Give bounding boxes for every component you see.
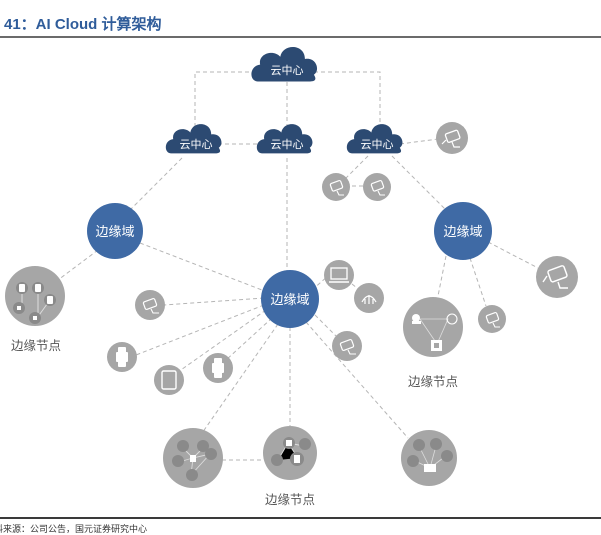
figure-title: 41：AI Cloud 计算架构 bbox=[4, 16, 162, 33]
link-cloudright-cam bbox=[399, 138, 439, 145]
wearable-icon[interactable] bbox=[107, 342, 137, 372]
link-cloudright-edgeright bbox=[391, 155, 449, 213]
link-center-nodeleft bbox=[199, 323, 279, 437]
link-cloudtop-cloudright bbox=[314, 71, 381, 130]
edge-domain-center-label: 边缘域 bbox=[270, 293, 309, 308]
edge-node-right-caption: 边缘节点 bbox=[408, 374, 458, 389]
title-divider bbox=[0, 36, 601, 38]
edge-node-left-caption: 边缘节点 bbox=[11, 338, 61, 353]
source-note: 料来源：公司公告，国元证券研究中心 bbox=[0, 525, 148, 535]
cloud-right-label: 云中心 bbox=[361, 138, 394, 151]
link-center-cam bbox=[309, 309, 337, 337]
monitor-icon[interactable] bbox=[324, 260, 354, 290]
link-edgeright-node bbox=[437, 255, 447, 297]
camera-icon[interactable] bbox=[363, 173, 391, 201]
cloud-mid-label: 云中心 bbox=[271, 138, 304, 151]
link-center-camleft bbox=[163, 297, 265, 306]
edge-domain-right-label: 边缘域 bbox=[443, 225, 482, 240]
edge-domain-right[interactable] bbox=[434, 202, 492, 260]
link-cloudtop-cloudleft bbox=[194, 71, 260, 141]
link-cloudleft-edgeleft bbox=[129, 157, 183, 211]
tablet-icon[interactable] bbox=[154, 365, 184, 395]
camera-icon[interactable] bbox=[478, 305, 506, 333]
link-edgeleft-node bbox=[57, 249, 99, 281]
edge-node-bottom-left[interactable] bbox=[163, 428, 223, 488]
link-edgeright-cam2 bbox=[469, 257, 487, 307]
edge-domain-left[interactable] bbox=[87, 203, 143, 259]
cloud-top-label: 云中心 bbox=[271, 64, 304, 77]
camera-icon[interactable] bbox=[332, 331, 362, 361]
link-center-wearable1 bbox=[135, 304, 265, 356]
edge-node-bottom-caption: 边缘节点 bbox=[265, 492, 315, 507]
wearable-icon[interactable] bbox=[203, 353, 233, 383]
link-edgeright-cam bbox=[487, 241, 539, 269]
link-center-tablet bbox=[177, 309, 267, 373]
edge-node-bottom-right[interactable] bbox=[401, 430, 457, 486]
camera-icon[interactable] bbox=[436, 122, 468, 154]
link-center-wearable2 bbox=[225, 317, 273, 361]
edge-node-right[interactable] bbox=[403, 297, 463, 357]
cloud-left-label: 云中心 bbox=[180, 138, 213, 151]
camera-icon[interactable] bbox=[322, 173, 350, 201]
footer-divider bbox=[0, 517, 601, 519]
camera-icon[interactable] bbox=[536, 256, 578, 298]
router-icon[interactable] bbox=[354, 283, 384, 313]
edge-node-bottom-mid[interactable] bbox=[263, 426, 317, 480]
link-edgeleft-edgecenter bbox=[139, 242, 263, 291]
edge-domain-center[interactable] bbox=[261, 270, 319, 328]
camera-icon[interactable] bbox=[135, 290, 165, 320]
link-center-noderight bbox=[305, 321, 409, 439]
edge-node-left[interactable] bbox=[5, 266, 65, 326]
edge-domain-left-label: 边缘域 bbox=[95, 225, 134, 240]
